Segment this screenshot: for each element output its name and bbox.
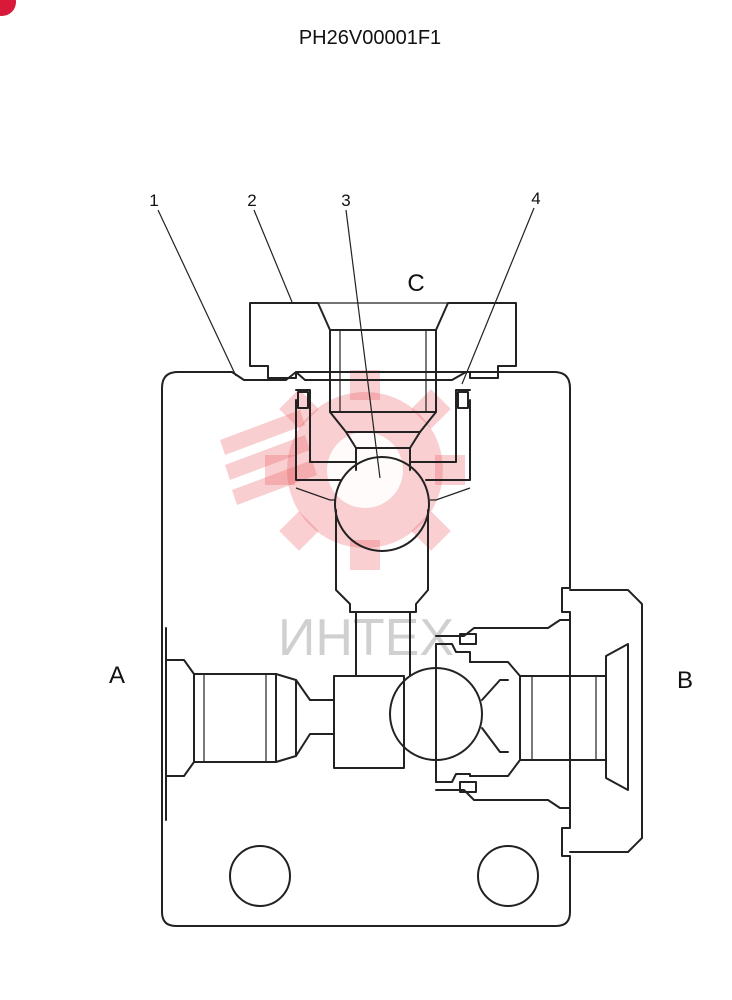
port-a-passage <box>165 659 405 777</box>
port-b-fitting <box>435 589 643 853</box>
leader-lines <box>157 207 535 479</box>
port-c-fitting <box>249 302 517 501</box>
callout-4: 4 <box>531 189 540 208</box>
port-a-label: A <box>109 662 125 689</box>
callout-2: 2 <box>247 191 256 210</box>
watermark-text: ИНТЕХ <box>278 609 454 667</box>
drawing-number: PH26V00001F1 <box>299 27 441 49</box>
mounting-hole-left <box>229 845 291 907</box>
check-ball-upper <box>334 447 430 677</box>
corner-mark <box>0 0 16 16</box>
port-b-label: B <box>677 667 693 694</box>
port-c-label: C <box>407 270 424 297</box>
mounting-hole-right <box>477 845 539 907</box>
callout-1: 1 <box>149 191 158 210</box>
callout-3: 3 <box>341 191 350 210</box>
